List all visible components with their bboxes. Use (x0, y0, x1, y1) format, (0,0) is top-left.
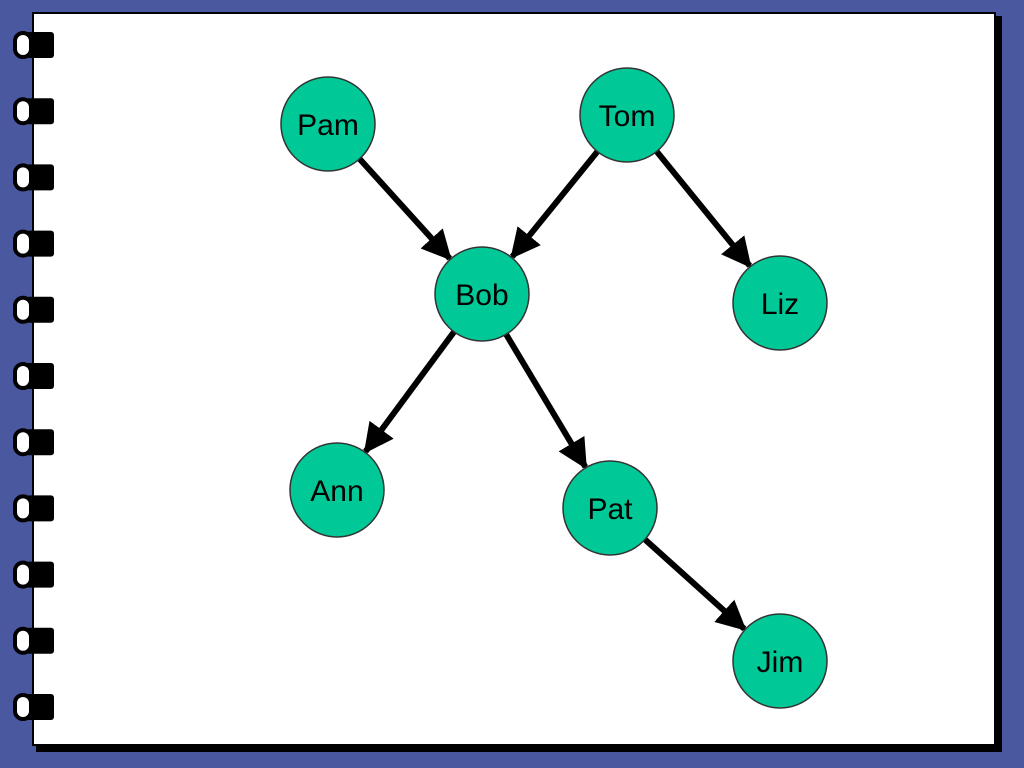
spiral-ring-icon (13, 229, 54, 258)
node-pam: Pam (280, 76, 376, 172)
node-label: Tom (599, 100, 656, 133)
node-tom: Tom (579, 67, 675, 163)
spiral-ring-icon (13, 626, 54, 655)
spiral-ring-icon (13, 560, 54, 589)
node-liz: Liz (732, 255, 828, 351)
spiral-ring-icon (13, 428, 54, 457)
spiral-ring-icon (13, 31, 54, 59)
node-label: Pam (297, 109, 359, 142)
edge-bob-to-ann (363, 328, 458, 454)
node-circle (434, 246, 530, 342)
spiral-ring-icon (13, 97, 54, 126)
node-label: Liz (761, 288, 799, 321)
node-label: Pat (587, 493, 633, 526)
edge-pam-to-bob (355, 155, 452, 261)
spiral-ring-icon (13, 693, 54, 721)
node-label: Jim (757, 646, 804, 679)
spiral-ring-icon (13, 163, 54, 192)
node-label: Bob (455, 279, 508, 312)
node-pat: Pat (562, 460, 658, 556)
edge-pat-to-jim (641, 535, 747, 632)
edges-layer (355, 148, 753, 632)
node-label: Ann (310, 475, 363, 508)
spiral-ring-icon (13, 494, 54, 523)
edge-tom-to-bob (509, 148, 602, 260)
node-bob: Bob (434, 246, 530, 342)
node-circle (280, 76, 376, 172)
edge-bob-to-pat (502, 331, 588, 470)
node-circle (732, 255, 828, 351)
node-circle (289, 442, 385, 538)
spiral-binding (13, 31, 54, 721)
node-circle (562, 460, 658, 556)
spiral-ring-icon (13, 295, 54, 324)
node-circle (732, 613, 828, 709)
node-circle (579, 67, 675, 163)
node-jim: Jim (732, 613, 828, 709)
spiral-ring-icon (13, 362, 54, 390)
notebook-page (32, 12, 996, 746)
node-ann: Ann (289, 442, 385, 538)
edge-tom-to-liz (653, 148, 753, 269)
